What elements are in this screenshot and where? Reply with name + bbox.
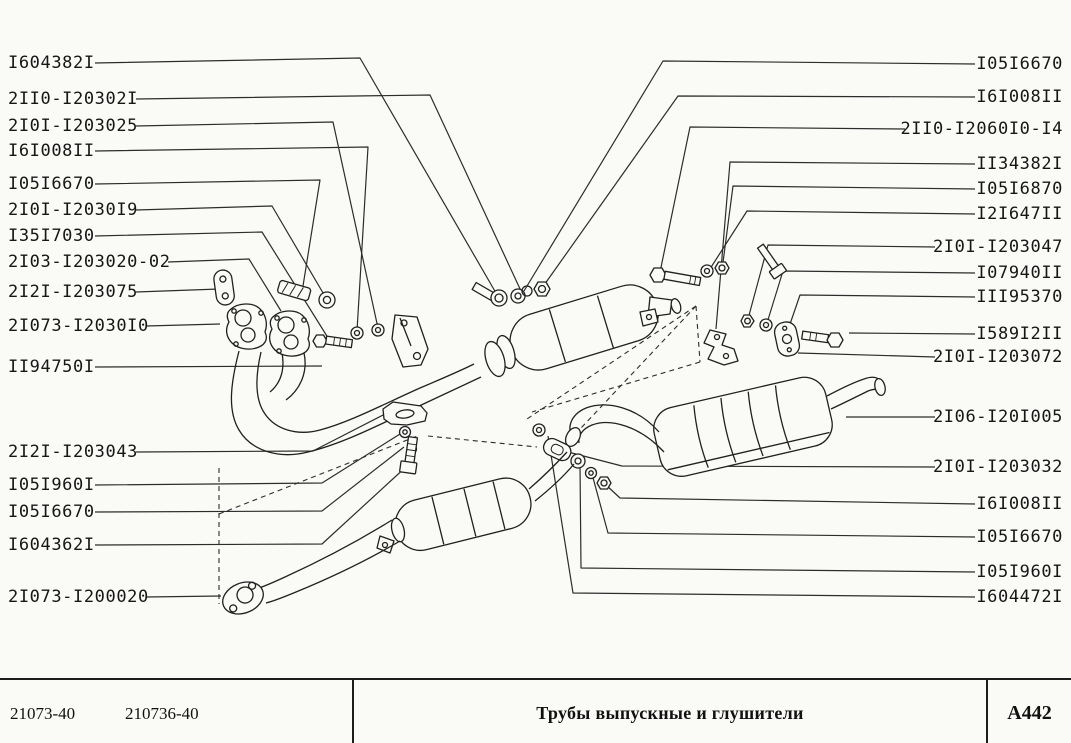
- part-number-label: I05I6670: [8, 502, 95, 522]
- washer: [350, 326, 364, 340]
- lower-resonator: [376, 451, 575, 554]
- part-number-label: 2I073-I2030I0: [8, 316, 149, 336]
- main-muffler: [564, 376, 886, 477]
- part-number-label: I35I7030: [8, 226, 95, 246]
- washer: [759, 318, 773, 332]
- washer: [510, 285, 533, 304]
- model-code: 21073-40: [10, 704, 76, 723]
- pipe-hanger-bracket: [382, 401, 428, 475]
- part-number-label: I6I008II: [976, 494, 1063, 514]
- hanger-strap: [703, 329, 739, 366]
- part-number-label: I07940II: [976, 263, 1063, 283]
- sheet-code: А442: [1007, 702, 1052, 724]
- washer: [570, 453, 586, 469]
- part-number-label: 2II0-I2060I0-I4: [900, 119, 1063, 139]
- hanger-flange-plate: [773, 321, 801, 357]
- part-number-label: II34382I: [976, 154, 1063, 174]
- support-bracket: [391, 314, 429, 368]
- part-number-label: 2I0I-I203047: [932, 237, 1063, 257]
- part-number-label: I604382I: [8, 53, 95, 73]
- hex-nut: [740, 314, 755, 328]
- exhaust-gasket: [268, 310, 311, 357]
- model-codes-cell: 21073-40 210736-40: [0, 680, 354, 743]
- hex-nut: [533, 281, 551, 297]
- part-number-label: I05I6670: [976, 527, 1063, 547]
- round-head-bolt: [318, 291, 336, 309]
- part-number-label: I05I6870: [976, 179, 1063, 199]
- hex-nut: [714, 261, 730, 275]
- part-number-label: 2I2I-I203075: [8, 282, 139, 302]
- part-number-label: I2I647II: [976, 204, 1063, 224]
- part-number-label: 2II0-I20302I: [8, 89, 139, 109]
- part-number-label: I05I6670: [8, 174, 95, 194]
- part-number-label: 2I2I-I203043: [8, 442, 139, 462]
- sheet-title-cell: Трубы выпускные и глушители: [354, 680, 988, 743]
- title-block: 21073-40 210736-40 Трубы выпускные и глу…: [0, 678, 1071, 743]
- part-number-label: 2I0I-I203032: [932, 457, 1063, 477]
- part-number-label: III95370: [976, 287, 1063, 307]
- part-number-label: I05I960I: [976, 562, 1063, 582]
- washer: [532, 423, 546, 437]
- part-number-label: II94750I: [8, 357, 95, 377]
- sheet-title: Трубы выпускные и глушители: [536, 703, 804, 723]
- part-number-label: I589I2II: [976, 324, 1063, 344]
- part-number-label: I05I6670: [976, 54, 1063, 74]
- part-number-label: 2I0I-I2030I9: [8, 200, 139, 220]
- long-bolt: [649, 267, 702, 287]
- washer: [584, 466, 598, 480]
- front-exhaust-pipe: [230, 350, 482, 456]
- part-number-label: I604472I: [976, 587, 1063, 607]
- part-number-label: 2I0I-I203025: [8, 116, 139, 136]
- part-number-label: I05I960I: [8, 475, 95, 495]
- sheet-code-cell: А442: [988, 680, 1071, 743]
- mounting-strap-plate: [213, 269, 235, 306]
- hex-bolt: [801, 330, 844, 348]
- washer: [700, 264, 714, 278]
- part-number-label: I604362I: [8, 535, 95, 555]
- downpipe: [255, 519, 401, 604]
- washer: [371, 323, 385, 337]
- part-number-label: I6I008II: [976, 87, 1063, 107]
- leader-lines: [94, 57, 976, 598]
- part-number-label: 2I03-I203020-02: [8, 252, 171, 272]
- dashed-lines: [218, 305, 701, 604]
- stud-bolt: [756, 243, 787, 280]
- exhaust-gasket: [225, 303, 267, 350]
- model-code: 210736-40: [125, 704, 199, 723]
- center-resonator: [484, 284, 682, 378]
- part-number-label: 2I06-I20I005: [932, 407, 1063, 427]
- hex-nut: [596, 476, 612, 490]
- downpipe-flange: [222, 581, 264, 615]
- spacer-sleeve: [277, 279, 312, 302]
- part-number-label: I6I008II: [8, 141, 95, 161]
- flange-bolt: [471, 281, 508, 307]
- part-number-label: 2I0I-I203072: [932, 347, 1063, 367]
- hex-bolt: [312, 334, 354, 349]
- part-number-label: 2I073-I200020: [8, 587, 149, 607]
